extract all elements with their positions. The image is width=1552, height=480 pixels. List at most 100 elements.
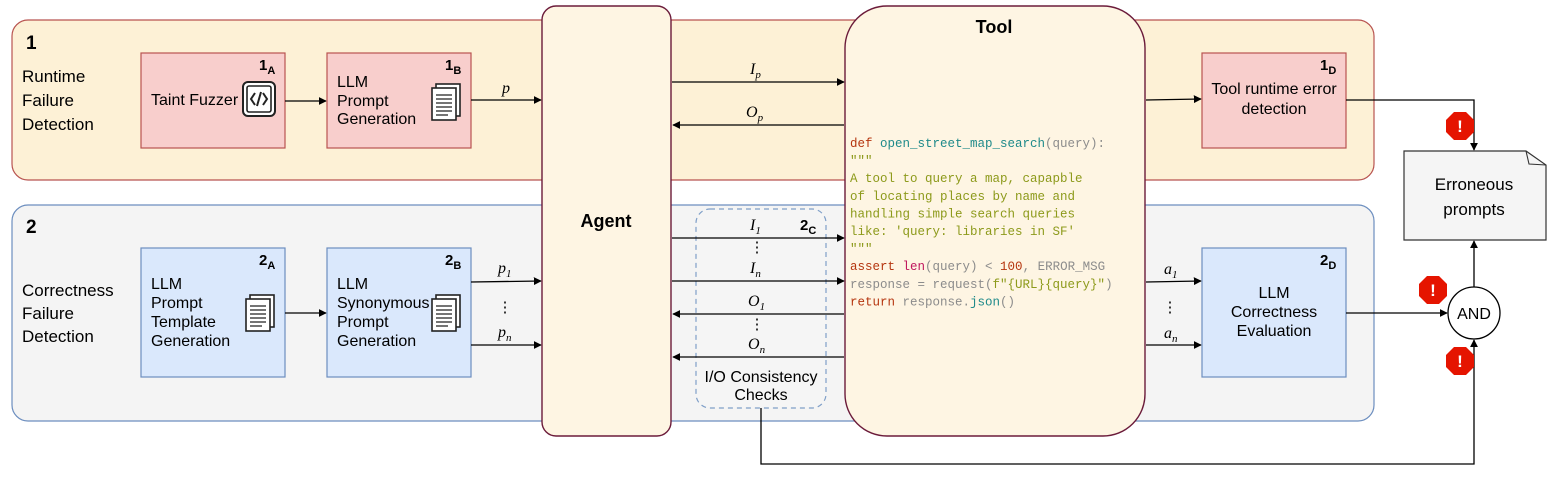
label-pn: pn: [497, 324, 512, 344]
label-o1: O1: [748, 293, 765, 313]
note-shape: [1403, 150, 1547, 241]
code-line: of locating places by name and: [850, 190, 1075, 204]
prompt-generation-label-line3: Generation: [337, 111, 416, 128]
code-line: assert len(query) < 100, ERROR_MSG: [850, 260, 1105, 274]
and-gate: AND: [1447, 286, 1501, 340]
taint-fuzzer-box: 1A Taint Fuzzer: [140, 52, 286, 149]
runtime-error-label-line2: detection: [1242, 101, 1307, 118]
prompt-generation-label-line2: Prompt: [337, 93, 389, 110]
runtime-error-tag: 1D: [1320, 57, 1336, 77]
correctness-label-line3: Evaluation: [1237, 323, 1312, 340]
runtime-band-number: 1: [26, 33, 37, 54]
erroneous-prompts-note: Erroneous prompts: [1403, 150, 1547, 241]
synonymous-tag: 2B: [445, 252, 461, 272]
warning-icon: !: [1419, 276, 1447, 304]
template-label-line4: Generation: [151, 333, 230, 350]
erroneous-label-line1: Erroneous: [1435, 175, 1513, 194]
runtime-error-label-line1: Tool runtime error: [1211, 81, 1337, 98]
label-o-dots: ⋮: [750, 317, 765, 333]
label-p1: p1: [497, 260, 512, 280]
synonymous-label-line2: Synonymous: [337, 295, 430, 312]
llm-prompt-generation-box: 1B LLM Prompt Generation: [326, 52, 472, 149]
runtime-error-box-frame: [1201, 52, 1347, 149]
agent-title: Agent: [581, 211, 632, 231]
svg-text:!: !: [1430, 281, 1436, 300]
document-icon: [431, 294, 461, 332]
code-line: like: 'query: libraries in SF': [850, 225, 1075, 239]
io-consistency-tag: 2C: [800, 217, 816, 237]
template-label-line2: Prompt: [151, 295, 203, 312]
io-consistency-border: [695, 208, 827, 409]
io-consistency-label-line1: I/O Consistency: [705, 369, 818, 386]
document-icon: [431, 83, 461, 121]
label-p: p: [501, 80, 510, 97]
template-label-line3: Template: [151, 314, 216, 331]
note-fold: [1525, 150, 1547, 166]
label-ip: Ip: [749, 61, 761, 81]
code-line: """: [850, 155, 873, 169]
io-consistency-label-line2: Checks: [734, 387, 787, 404]
template-label-line1: LLM: [151, 276, 182, 293]
label-on: On: [748, 336, 766, 356]
tool-code-block: def open_street_map_search(query): """ A…: [850, 137, 1113, 309]
tool-title: Tool: [976, 17, 1013, 37]
edge-1d-to-erroneous: [1346, 99, 1478, 151]
code-line: response = request(f"{URL}{query}"): [850, 278, 1113, 292]
synonymous-label-line4: Generation: [337, 333, 416, 350]
label-p-dots: ⋮: [498, 300, 513, 316]
taint-fuzzer-label: Taint Fuzzer: [151, 92, 239, 109]
io-consistency-box: 2C I/O Consistency Checks: [695, 208, 827, 409]
warning-icon: !: [1446, 112, 1474, 140]
taint-fuzzer-tag: 1A: [259, 57, 275, 77]
tool-runtime-error-box: 1D Tool runtime error detection: [1201, 52, 1347, 149]
correctness-band-label-line3: Detection: [22, 327, 94, 346]
correctness-band-label-line2: Failure: [22, 304, 74, 323]
label-an: an: [1164, 325, 1178, 345]
warning-icon: !: [1446, 347, 1474, 375]
prompt-template-generation-box: 2A LLM Prompt Template Generation: [140, 247, 286, 378]
and-gate-label: AND: [1457, 306, 1491, 323]
agent-node: Agent: [541, 5, 672, 437]
correctness-tag: 2D: [1320, 252, 1336, 272]
edges: [285, 78, 1478, 465]
edge-a1: [1145, 277, 1202, 286]
svg-text:!: !: [1457, 352, 1463, 371]
agent-frame: [541, 5, 672, 437]
correctness-band-number: 2: [26, 217, 37, 238]
label-i-dots: ⋮: [750, 240, 765, 256]
document-icon: [245, 294, 275, 332]
code-line: """: [850, 243, 873, 257]
prompt-generation-label-line1: LLM: [337, 74, 368, 91]
runtime-band-label-line1: Runtime: [22, 67, 85, 86]
correctness-band-label-line1: Correctness: [22, 281, 114, 300]
edge-tool-to-1d: [1145, 95, 1202, 104]
svg-text:!: !: [1457, 117, 1463, 136]
synonymous-prompt-generation-box: 2B LLM Synonymous Prompt Generation: [326, 247, 472, 378]
label-a1: a1: [1164, 261, 1178, 281]
correctness-label-line2: Correctness: [1231, 304, 1317, 321]
erroneous-label-line2: prompts: [1443, 200, 1504, 219]
synonymous-label-line1: LLM: [337, 276, 368, 293]
llm-correctness-evaluation-box: 2D LLM Correctness Evaluation: [1201, 247, 1347, 378]
tool-node: Tool def open_street_map_search(query): …: [844, 5, 1146, 437]
label-a-dots: ⋮: [1163, 300, 1178, 316]
code-line: return response.json(): [850, 295, 1015, 309]
edge-io-check-to-and: [760, 339, 1478, 465]
runtime-band-label-line3: Detection: [22, 115, 94, 134]
edge-p1: [470, 277, 542, 286]
code-line: A tool to query a map, capapble: [850, 172, 1083, 186]
label-in: In: [749, 260, 761, 280]
runtime-band-label-line2: Failure: [22, 91, 74, 110]
label-i1: I1: [749, 217, 761, 237]
code-file-icon: [242, 81, 276, 117]
correctness-box-frame: [1201, 247, 1347, 378]
synonymous-label-line3: Prompt: [337, 314, 389, 331]
template-tag: 2A: [259, 252, 275, 272]
correctness-label-line1: LLM: [1258, 285, 1289, 302]
edge-labels: p Ip Op p1 ⋮ pn I1 ⋮ In O1 ⋮ On a1 ⋮ an: [497, 61, 1178, 356]
label-op: Op: [746, 104, 764, 124]
code-line: handling simple search queries: [850, 207, 1075, 221]
tool-frame: [844, 5, 1146, 437]
prompt-generation-tag: 1B: [445, 57, 461, 77]
